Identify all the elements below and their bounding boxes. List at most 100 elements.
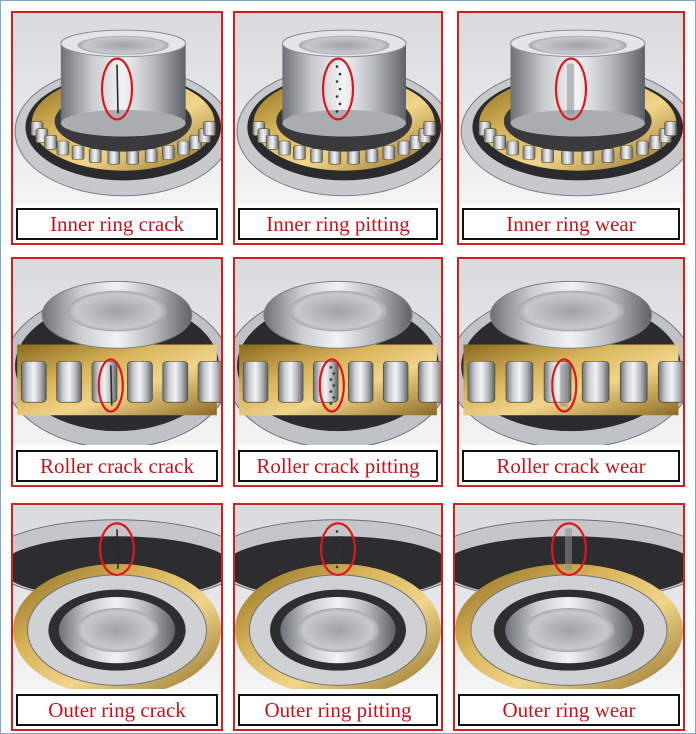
wear-mark [560, 364, 568, 407]
panel-inner-ring-pitting: Inner ring pitting [233, 11, 443, 245]
roller [620, 145, 633, 160]
roller [177, 140, 190, 156]
roller [581, 360, 610, 403]
pit-mark [338, 559, 342, 563]
caption-box: Inner ring wear [462, 208, 680, 240]
roller [581, 149, 595, 165]
caption-box: Outer ring pitting [238, 694, 438, 726]
panel-roller-crack-pitting: Roller crack pitting [233, 257, 443, 487]
wear-mark [565, 528, 572, 570]
pit-mark [338, 536, 342, 539]
crack-mark [116, 529, 119, 569]
roller [44, 135, 58, 150]
panel-inner-ring-wear: Inner ring wear [457, 11, 685, 245]
panel-caption: Roller crack pitting [256, 453, 420, 478]
panel-caption: Roller crack crack [40, 453, 194, 478]
panel-roller-crack-crack: Roller crack crack [11, 257, 223, 487]
panel-outer-ring-pitting: Outer ring pitting [233, 503, 443, 731]
roller [365, 148, 379, 163]
roller [397, 140, 411, 156]
defect-highlight-circle [318, 358, 345, 413]
roller [664, 121, 677, 136]
roller [56, 360, 83, 403]
panel-caption: Inner ring pitting [266, 211, 410, 236]
roller [312, 360, 339, 403]
defect-highlight-circle [97, 358, 124, 413]
panel-inner-ring-crack: Inner ring crack [11, 11, 223, 245]
roller [242, 360, 269, 403]
roller [561, 149, 574, 165]
panel-caption: Outer ring wear [502, 697, 636, 722]
pit-mark [338, 102, 342, 106]
roller [127, 360, 153, 403]
roller [107, 149, 121, 165]
pit-mark [335, 95, 339, 98]
defect-highlight-circle [550, 522, 588, 577]
bearing-photo [235, 259, 441, 445]
roller [417, 360, 441, 403]
roller [505, 360, 534, 403]
roller [493, 135, 507, 150]
bore [296, 608, 380, 653]
bore [75, 608, 159, 653]
roller [423, 121, 436, 136]
panel-caption: Outer ring pitting [264, 697, 412, 722]
caption-box: Outer ring crack [16, 694, 218, 726]
defect-highlight-circle [554, 57, 588, 121]
pit-mark [338, 547, 342, 551]
roller [658, 360, 683, 403]
caption-box: Roller crack crack [16, 450, 218, 482]
roller [541, 148, 554, 163]
roller [278, 140, 291, 156]
defect-highlight-circle [551, 358, 578, 413]
crack-mark [116, 64, 119, 114]
bore [523, 608, 615, 653]
pit-mark [332, 384, 336, 387]
pit-mark [335, 565, 339, 569]
defect-highlight-circle [321, 57, 355, 121]
bearing-photo [459, 259, 683, 445]
roller [636, 140, 649, 156]
roller [266, 135, 279, 150]
roller [197, 360, 221, 403]
pit-mark [329, 366, 333, 369]
defect-highlight-circle [100, 57, 134, 121]
roller [310, 148, 323, 163]
panel-roller-crack-wear: Roller crack wear [457, 257, 685, 487]
roller [506, 140, 520, 156]
roller [347, 149, 360, 165]
pit-mark [338, 72, 342, 76]
roller [56, 140, 70, 156]
pit-mark [335, 80, 339, 83]
roller [277, 360, 304, 403]
panel-caption: Outer ring crack [48, 697, 186, 722]
roller [382, 145, 396, 160]
bore [67, 290, 167, 332]
bearing-photo [455, 505, 683, 689]
roller [203, 121, 216, 136]
pit-mark [335, 65, 339, 68]
panel-outer-ring-crack: Outer ring crack [11, 503, 223, 731]
bearing-photo [13, 13, 221, 203]
roller [91, 360, 118, 403]
bearing-photo [235, 13, 441, 203]
crack-mark [109, 365, 113, 406]
panel-caption: Roller crack wear [496, 453, 646, 478]
bore [288, 290, 388, 332]
roller [162, 145, 175, 160]
panel-caption: Inner ring crack [49, 211, 185, 236]
bore [298, 35, 390, 55]
pit-mark [332, 396, 336, 399]
pit-mark [338, 87, 342, 91]
bearing-photo [13, 505, 221, 689]
bearing-photo [235, 505, 441, 689]
roller [601, 148, 615, 163]
pit-mark [335, 541, 339, 545]
defect-highlight-circle [98, 522, 136, 577]
pit-mark [335, 553, 339, 557]
caption-box: Inner ring pitting [238, 208, 438, 240]
defect-highlight-circle [319, 522, 357, 577]
roller [619, 360, 648, 403]
roller [328, 149, 342, 165]
